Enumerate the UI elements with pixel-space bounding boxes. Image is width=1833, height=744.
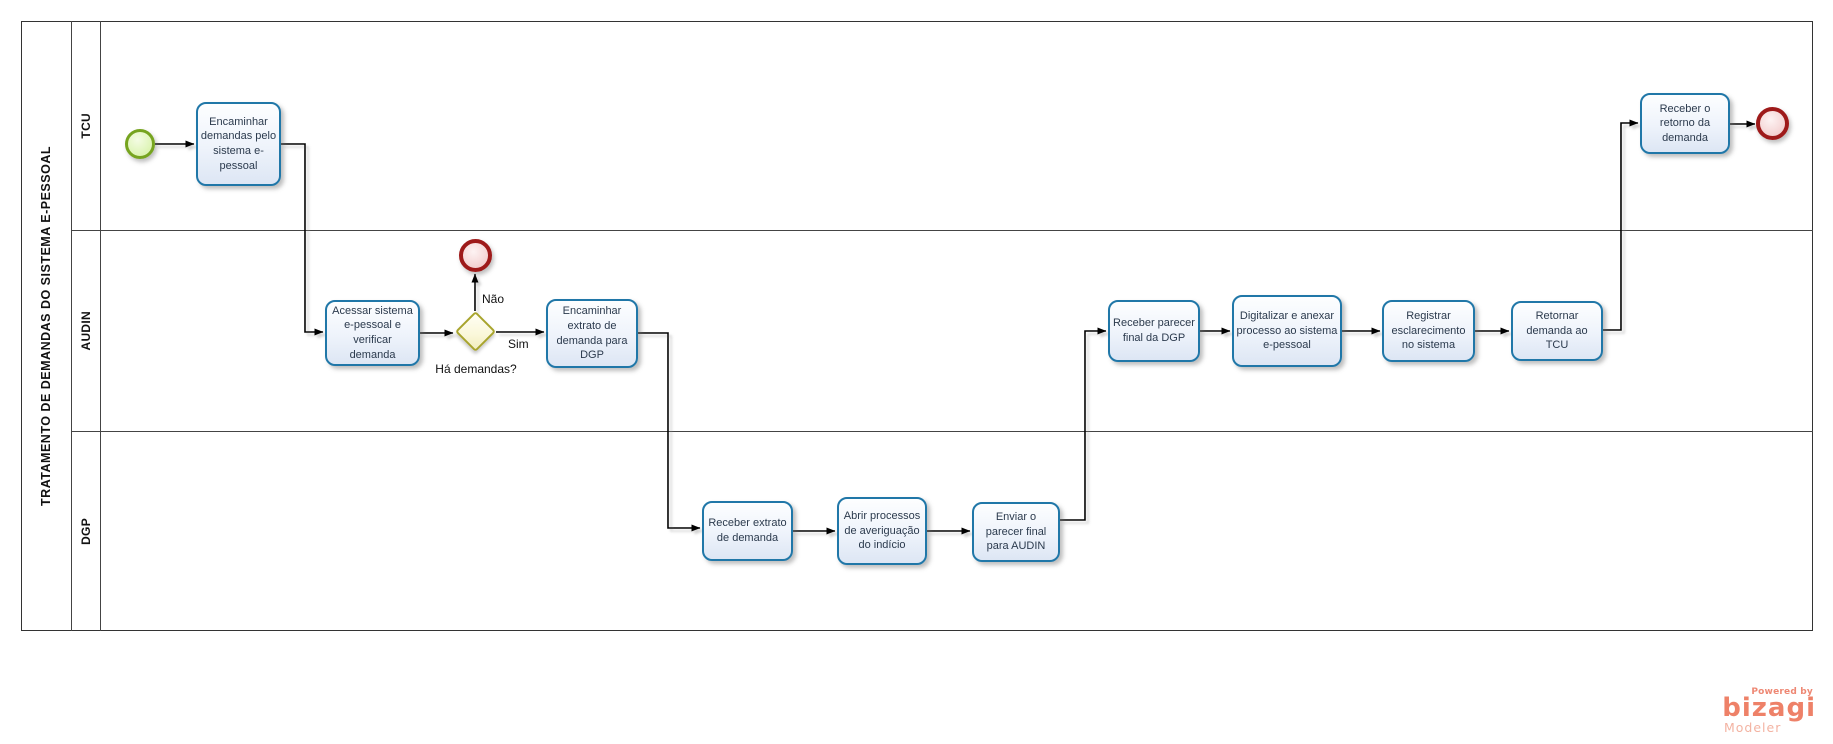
task-encaminhar-extrato[interactable]: Encaminhar extrato de demanda para DGP — [546, 299, 638, 368]
lane-divider-audin-dgp — [71, 431, 1813, 432]
powered-by-text: Powered by — [1751, 687, 1813, 697]
task-acessar-sistema[interactable]: Acessar sistema e-pessoal e verificar de… — [325, 300, 420, 366]
task-label: Receber parecer final da DGP — [1113, 317, 1195, 344]
task-label: Enviar o parecer final para AUDIN — [985, 511, 1047, 553]
task-enviar-parecer[interactable]: Enviar o parecer final para AUDIN — [972, 502, 1060, 562]
pool-title-divider — [71, 21, 72, 631]
flow-label-sim: Sim — [508, 337, 529, 351]
modeler-text: Modeler — [1724, 720, 1782, 736]
flow-retornar-to-receber-retorno — [1603, 119, 1639, 331]
task-label: Registrar esclarecimento no sistema — [1391, 310, 1466, 352]
task-label: Retornar demanda ao TCU — [1526, 310, 1588, 352]
task-abrir-processos[interactable]: Abrir processos de averiguação do indíci… — [837, 497, 927, 565]
lane-label-divider — [100, 21, 101, 631]
task-label: Encaminhar demandas pelo sistema e-pesso… — [200, 115, 277, 172]
task-receber-parecer[interactable]: Receber parecer final da DGP — [1108, 300, 1200, 362]
task-label: Abrir processos de averiguação do indíci… — [843, 510, 921, 552]
flow-label-nao: Não — [482, 292, 505, 306]
flow-encaminhar-demandas-to-acessar — [281, 143, 324, 336]
task-label: Acessar sistema e-pessoal e verificar de… — [332, 304, 413, 361]
gateway-question-label: Há demandas? — [435, 362, 517, 376]
start-event[interactable] — [125, 129, 155, 159]
task-receber-retorno[interactable]: Receber o retorno da demanda — [1640, 93, 1730, 154]
end-event-no-demands[interactable] — [459, 239, 492, 272]
end-event-process-done[interactable] — [1756, 107, 1789, 140]
task-label: Encaminhar extrato de demanda para DGP — [556, 305, 628, 362]
task-label: Receber extrato de demanda — [708, 517, 787, 544]
task-digitalizar-anexar[interactable]: Digitalizar e anexar processo ao sistema… — [1232, 295, 1342, 367]
bizagi-wordmark: bizagi — [1722, 693, 1816, 723]
task-label: Receber o retorno da demanda — [1659, 102, 1711, 144]
flow-encaminhar-extrato-to-receber-extrato — [638, 332, 701, 532]
flow-enviar-to-receber-parecer — [1060, 327, 1107, 521]
task-retornar-demanda[interactable]: Retornar demanda ao TCU — [1511, 301, 1603, 361]
pool-border — [21, 21, 1813, 631]
task-label: Digitalizar e anexar processo ao sistema… — [1236, 310, 1338, 352]
lane-divider-tcu-audin — [71, 230, 1813, 231]
bizagi-logo[interactable]: Powered by bizagi Modeler — [1722, 687, 1816, 735]
task-receber-extrato[interactable]: Receber extrato de demanda — [702, 501, 793, 561]
task-registrar-esclarecimento[interactable]: Registrar esclarecimento no sistema — [1382, 300, 1475, 362]
task-encaminhar-demandas[interactable]: Encaminhar demandas pelo sistema e-pesso… — [196, 102, 281, 186]
